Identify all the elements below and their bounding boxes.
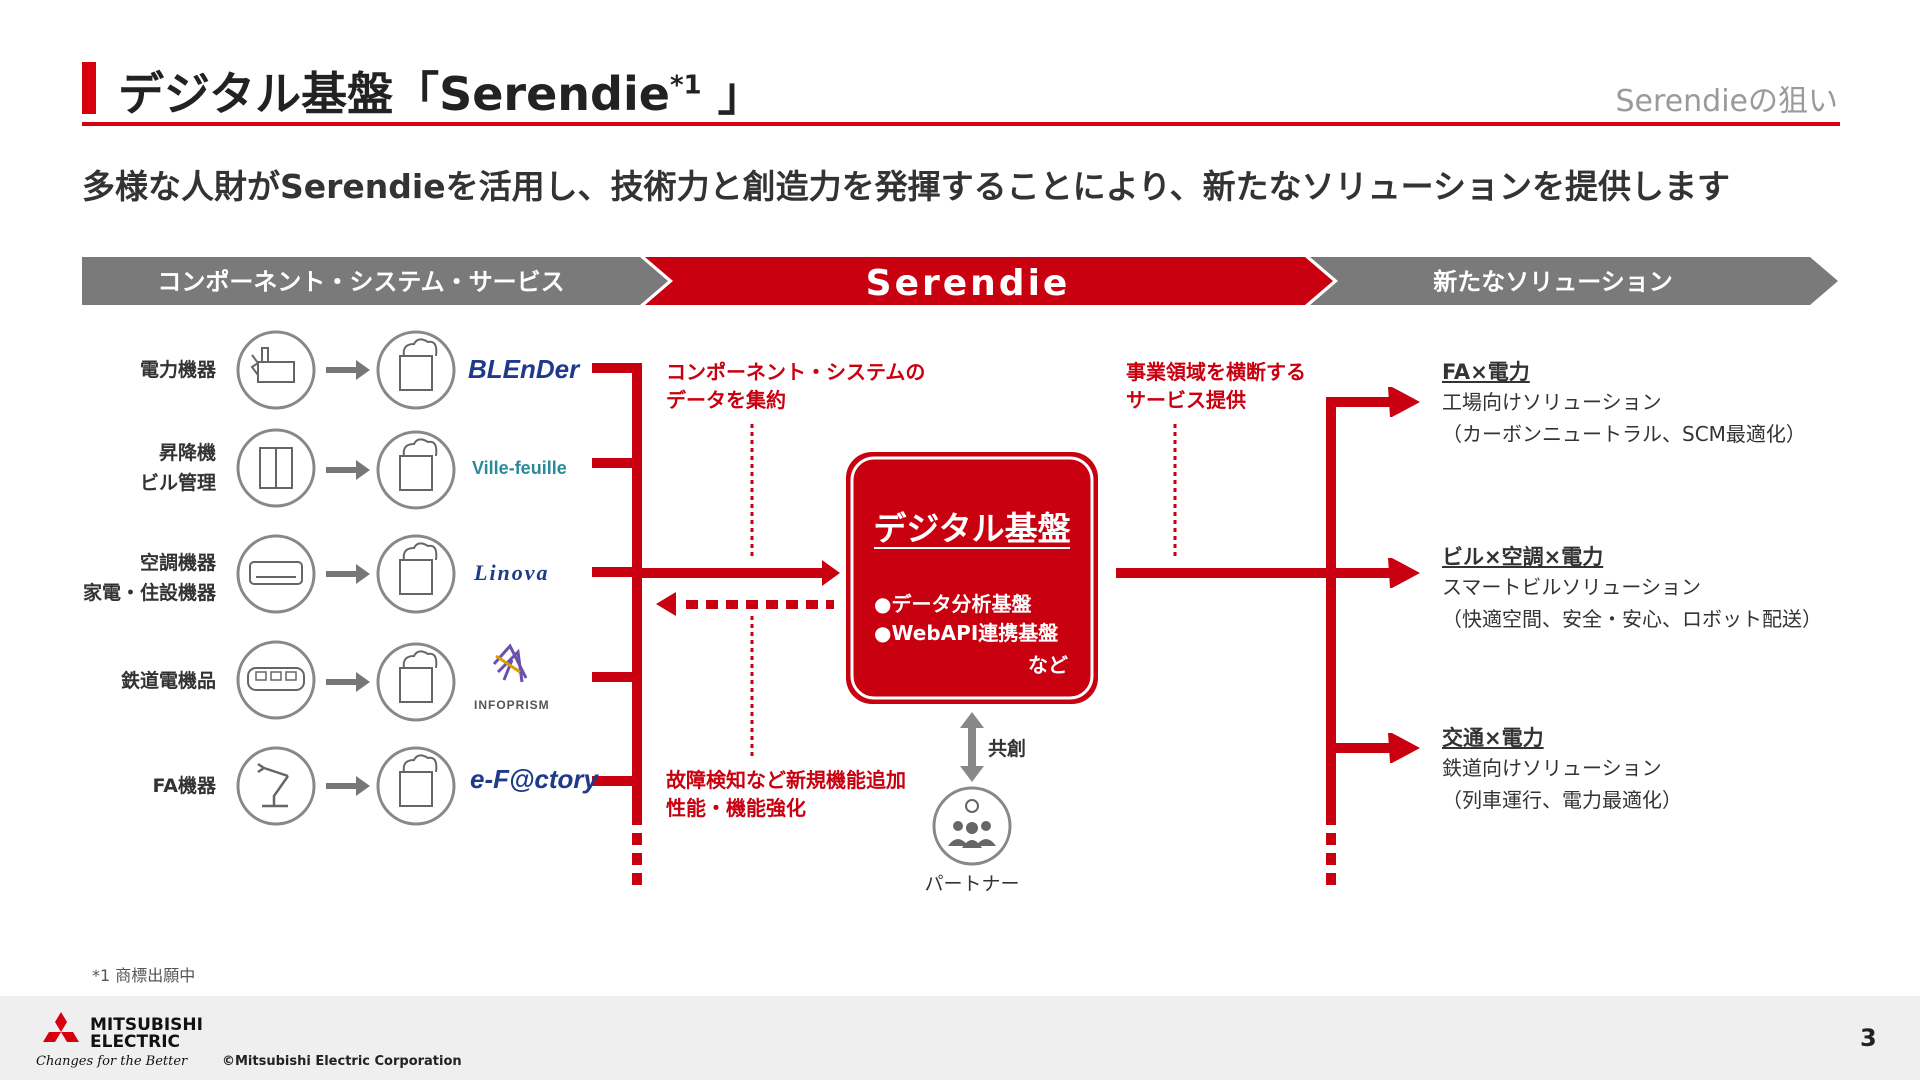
device-to-cloud-arrows	[326, 360, 370, 796]
arrow-right-icon	[326, 564, 370, 584]
footnote: *1 商標出願中	[92, 966, 196, 985]
partner-people-icon	[932, 786, 1012, 866]
annotation-collect: コンポーネント・システムのデータを集約	[666, 360, 926, 412]
category-label-elevator: 昇降機 ビル管理	[139, 442, 216, 494]
platform-items: ●データ分析基盤 ●WebAPI連携基盤	[874, 592, 1059, 645]
co-creation-arrow	[960, 712, 984, 782]
collect-arrow	[642, 560, 840, 586]
system-logo-ville-feuille: Ville-feuille	[472, 458, 567, 478]
row-elevator	[236, 428, 316, 508]
subtitle: 多様な人財がSerendieを活用し、技術力と創造力を発揮することにより、新たな…	[82, 167, 1730, 206]
cloud-server-icon	[376, 746, 456, 826]
cloud-server-column	[376, 330, 456, 826]
copyright: ©Mitsubishi Electric Corporation	[222, 1054, 462, 1069]
solution-transport: 交通×電力 鉄道向けソリューション （列車運行、電力最適化）	[1442, 726, 1682, 812]
title-accent-bar	[82, 62, 96, 114]
infoprism-mark-icon	[490, 642, 530, 683]
arrow-right-icon	[326, 672, 370, 692]
flow-left-chevron	[82, 257, 668, 305]
section-tag: Serendieの狙い	[1615, 84, 1838, 119]
row-fa	[236, 746, 316, 826]
robot-arm-icon	[236, 746, 316, 826]
category-label-train: 鉄道電機品	[120, 670, 216, 692]
page-title: デジタル基盤「Serendie*1 」	[118, 67, 764, 121]
cloud-server-icon	[376, 534, 456, 614]
row-power	[236, 330, 316, 410]
row-aircon	[236, 534, 316, 614]
arrow-right-icon	[326, 460, 370, 480]
digital-platform-box	[846, 452, 1098, 704]
mitsubishi-logo-icon	[38, 1012, 84, 1056]
component-rows	[236, 330, 456, 826]
category-label-power: 電力機器	[139, 359, 216, 381]
annotation-cross-domain: 事業領域を横断するサービス提供	[1126, 360, 1306, 412]
system-logo-efactory: e-F@ctory	[470, 764, 598, 794]
cloud-server-icon	[376, 642, 456, 722]
right-distribution-bus	[1116, 387, 1420, 885]
footer-bar	[0, 996, 1920, 1080]
flow-right-chevron	[1310, 257, 1838, 305]
system-logo-infoprism: INFOPRISM	[474, 698, 550, 712]
category-label-aircon: 空調機器 家電・住設機器	[82, 552, 216, 604]
solution-building: ビル×空調×電力 スマートビルソリューション （快適空間、安全・安心、ロボット配…	[1442, 545, 1822, 631]
left-collection-bus	[592, 363, 642, 885]
arrow-right-icon	[326, 360, 370, 380]
feedback-arrow	[656, 592, 834, 616]
row-train	[236, 640, 316, 720]
flow-center-chevron	[645, 257, 1333, 305]
brand-tagline: Changes for the Better	[36, 1054, 188, 1069]
air-conditioner-icon	[236, 534, 316, 614]
flow-center-label: Serendie	[866, 263, 1071, 304]
serendie-diagram: コンポーネント・システム・サービス Serendie 新たなソリューション	[82, 257, 1838, 885]
annotation-feedback: 故障検知など新規機能追加性能・機能強化	[666, 768, 906, 820]
solution-fa-power: FA×電力 工場向けソリューション （カーボンニュートラル、SCM最適化）	[1442, 360, 1806, 446]
flow-right-label: 新たなソリューション	[1433, 268, 1673, 296]
arrow-right-icon	[326, 776, 370, 796]
cloud-server-icon	[376, 430, 456, 510]
power-plant-icon	[236, 330, 316, 410]
title-divider	[82, 122, 1840, 126]
brand-name: MITSUBISHI ELECTRIC	[90, 1015, 203, 1052]
platform-more: など	[1028, 653, 1068, 677]
flow-left-label: コンポーネント・システム・サービス	[157, 268, 564, 296]
cloud-server-icon	[376, 330, 456, 410]
partner-label: パートナー	[924, 873, 1020, 895]
system-logo-linova: Linova	[474, 560, 550, 585]
page-number: 3	[1860, 1024, 1877, 1052]
platform-title: デジタル基盤	[873, 509, 1071, 548]
co-creation-label: 共創	[988, 738, 1027, 760]
system-logo-blender: BLEnDer	[468, 354, 580, 384]
category-label-fa: FA機器	[152, 775, 216, 797]
